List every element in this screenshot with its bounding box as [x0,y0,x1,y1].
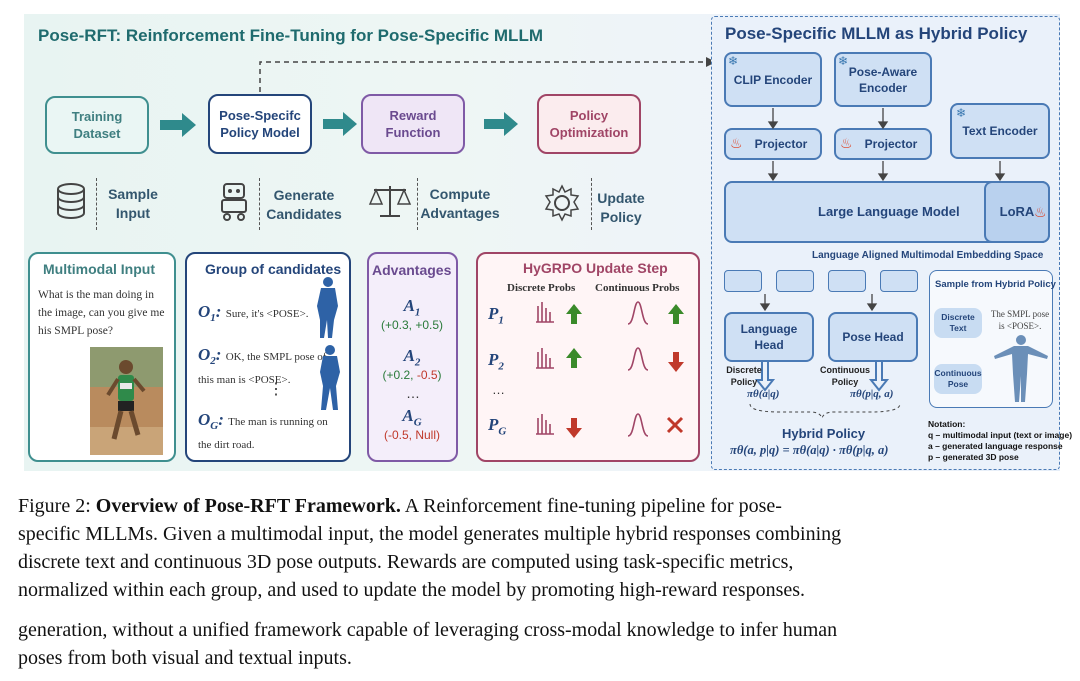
pi-continuous: πθ(p|q, a) [850,388,894,400]
trainable-icon: ♨ [730,135,743,151]
dash-4 [591,178,592,230]
robot-icon [221,183,247,221]
pi-discrete: πθ(a|q) [747,388,780,400]
continuous-pose-box: Continuous Pose [934,364,982,394]
hygrpo-panel [476,252,700,462]
hybrid-policy-formula: πθ(a, p|q) = πθ(a|q) · πθ(p|q, a) [730,443,889,457]
frozen-icon: ❄ [838,54,849,68]
hygrpo-title: HyGRPO Update Step [523,260,668,276]
sample-text: The SMPL pose is <POSE>. [990,309,1050,331]
hygrpo-marks [536,301,684,438]
pose-avatar [994,335,1048,402]
body-line-2: poses from both visual and textual input… [18,647,352,669]
embedding-token [880,270,918,292]
encoder-arrows [767,108,1006,182]
hygrpo-row-1-label: P1 [488,304,504,327]
candidates-title: Group of candidates [205,261,342,277]
head-arrows [749,294,901,420]
hygrpo-row-g-label: PG [488,415,507,438]
step-update-policy: Update Policy [597,190,645,225]
advantages-title: Advantages [372,262,452,278]
body-line-1: generation, without a unified framework … [18,619,838,641]
advantage-2: A2 (+0.2, -0.5) [382,346,442,383]
advantage-1: A1 (+0.3, +0.5) [380,296,444,333]
notation: Notation: q – multimodal input (text or … [928,419,1073,462]
advantage-g: AG (-0.5, Null) [383,406,441,443]
continuous-policy-label: Continuous Policy [820,365,870,387]
policy-optimization-box: Policy Optimization [537,94,641,154]
scale-icon [368,186,412,217]
step-sample-input: Sample Input [108,186,158,221]
caption-line-4: normalized within each group, and used t… [18,579,806,601]
pose-figures [317,277,340,410]
text-encoder-box: Text Encoder [950,103,1050,159]
discrete-text-box: Discrete Text [934,308,982,338]
lora-box: LoRA [984,181,1050,243]
hygrpo-col-continuous: Continuous Probs [595,282,680,294]
caption-line-3: discrete text and continuous 3D pose out… [18,551,794,573]
multimodal-question: What is the man doing in the image, can … [38,289,165,337]
dash-2 [259,178,260,230]
embedding-token [776,270,814,292]
clip-encoder-box: CLIP Encoder [724,52,822,107]
embedding-space-label: Language Aligned Multimodal Embedding Sp… [812,250,1044,261]
candidate-2: O2: OK, the SMPL pose of this man is <PO… [198,345,327,387]
reward-function-box: Reward Function [361,94,465,154]
arrow-2 [323,112,357,136]
discrete-policy-label: Discrete Policy [726,365,762,387]
arrow-3 [484,112,518,136]
frozen-icon: ❄ [956,106,967,120]
embedding-token [724,270,762,292]
pose-head-box: Pose Head [828,312,918,362]
multimodal-title: Multimodal Input [43,261,155,277]
hygrpo-row-2-label: P2 [488,350,504,373]
projector-2-box: Projector [834,128,932,160]
hybrid-policy-label: Hybrid Policy [782,426,866,441]
advantages-dots: … [406,385,420,401]
training-dataset-box: Training Dataset [45,96,149,154]
language-head-box: Language Head [724,312,814,362]
runner-photo [90,347,163,455]
candidate-g: OG: The man is running on the dirt road. [198,410,328,452]
trainable-icon: ♨ [840,135,853,151]
embedding-token [828,270,866,292]
gear-icon [544,184,580,222]
step-compute-advantages: Compute Advantages [420,186,500,221]
hygrpo-dots: … [492,382,505,397]
policy-model-box: Pose-Specifc Policy Model [208,94,312,154]
sample-title: Sample from Hybrid Policy [935,279,1056,290]
step-generate-candidates: Generate Candidates [266,187,342,222]
figure-title: Pose-RFT: Reinforcement Fine-Tuning for … [38,26,543,45]
caption-line-1: Figure 2: Overview of Pose-RFT Framework… [18,495,782,517]
advantages-panel [367,252,458,462]
hygrpo-col-discrete: Discrete Probs [507,282,576,294]
caption-line-2: specific MLLMs. Given a multimodal input… [18,523,842,545]
arrow-1 [160,113,196,137]
frozen-icon: ❄ [728,54,739,68]
candidates-dots: ⋮ [268,381,284,398]
candidate-1: O1: Sure, it's <POSE>. [198,302,309,325]
database-icon [57,183,85,219]
hybrid-title: Pose-Specific MLLM as Hybrid Policy [725,24,1028,43]
trainable-icon: ♨ [1034,204,1047,220]
dash-3 [417,178,418,230]
pose-encoder-box: Pose-Aware Encoder [834,52,932,107]
dash-1 [96,178,97,230]
